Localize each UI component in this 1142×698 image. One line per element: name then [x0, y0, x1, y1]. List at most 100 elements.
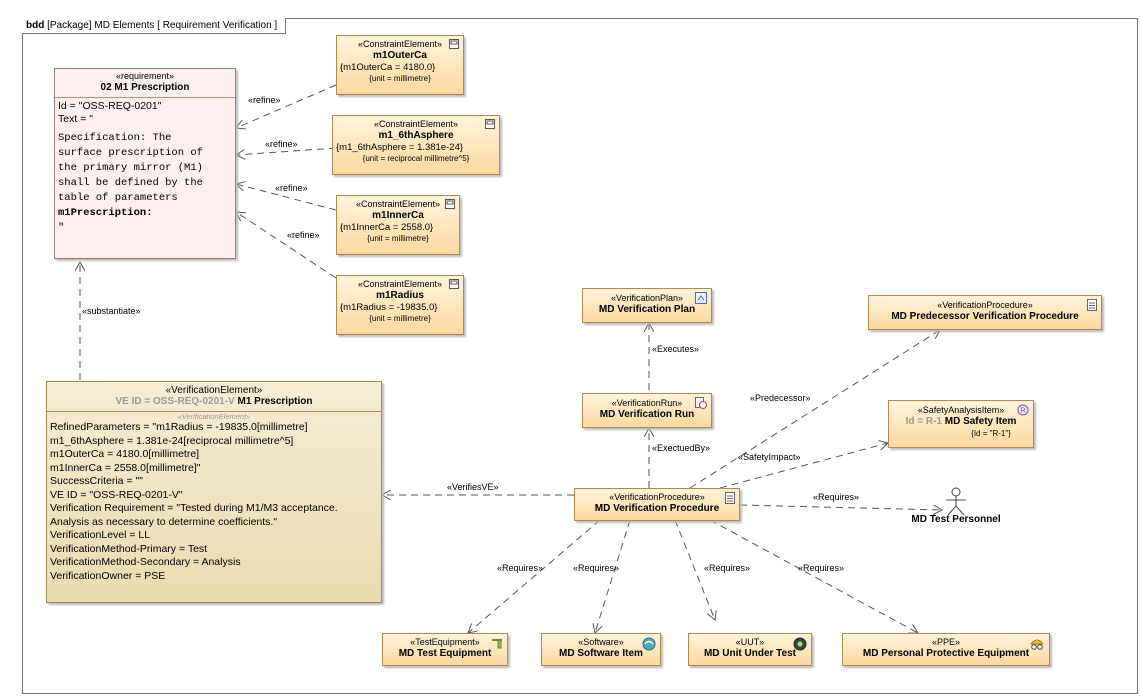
- predecessor-name: MD Predecessor Verification Procedure: [891, 311, 1079, 322]
- ppe-block[interactable]: «PPE» MD Personal Protective Equipment: [842, 633, 1050, 666]
- ve-property: VerificationMethod-Primary = Test: [50, 542, 208, 555]
- constraint-stereotype: «ConstraintElement»: [355, 199, 441, 209]
- software-icon: [642, 637, 656, 651]
- software-name: MD Software Item: [559, 648, 643, 659]
- ve-property: VerificationOwner = PSE: [50, 569, 166, 582]
- plan-icon: [695, 292, 707, 304]
- requirement-spec: Specification: The surface prescription …: [58, 131, 232, 236]
- safety-prop: {Id = "R-1"}: [971, 429, 1011, 438]
- verification-procedure-block[interactable]: «VerificationProcedure» MD Verification …: [574, 488, 740, 521]
- constraint-m1-6thasphere[interactable]: «ConstraintElement» m1_6thAsphere {m1_6t…: [332, 115, 500, 175]
- equipment-icon: [492, 639, 502, 649]
- spec-close: ": [58, 222, 65, 234]
- ve-property: RefinedParameters = "m1Radius = -19835.0…: [50, 421, 308, 433]
- run-name: MD Verification Run: [599, 409, 695, 420]
- safety-impact-link: [719, 443, 888, 489]
- ve-property: m1_6thAsphere = 1.381e-24[reciprocal mil…: [50, 434, 294, 447]
- executes-label: «Executes»: [652, 344, 700, 354]
- verification-element-block[interactable]: «VerificationElement» VE ID = OSS-REQ-02…: [46, 381, 382, 603]
- refine-link-outerca: [236, 84, 337, 128]
- frame-name: [Package] MD Elements [ Requirement Veri…: [47, 20, 278, 31]
- requirement-block[interactable]: «requirement» 02 M1 Prescription Id = "O…: [54, 68, 236, 259]
- uut-name: MD Unit Under Test: [703, 648, 797, 659]
- safety-stereotype: «SafetyAnalysisItem»: [917, 405, 1005, 415]
- constraint-icon: [485, 119, 495, 129]
- safety-id-prefix: Id = R-1: [905, 416, 942, 427]
- ve-title: VE ID = OSS-REQ-0201-V M1 Prescription: [47, 396, 381, 408]
- verification-plan-block[interactable]: «VerificationPlan» MD Verification Plan: [582, 288, 712, 323]
- constraint-stereotype: «ConstraintElement»: [373, 119, 459, 129]
- ve-name: M1 Prescription: [237, 396, 313, 407]
- ppe-stereotype: «PPE»: [931, 637, 961, 647]
- verifies-ve-label: «VerifiesVE»: [447, 482, 499, 492]
- requirement-props: Id = "OSS-REQ-0201" Text = " Specificati…: [55, 98, 235, 238]
- verification-run-block[interactable]: «VerificationRun» MD Verification Run: [582, 393, 712, 428]
- frame-title: bdd [Package] MD Elements [ Requirement …: [22, 18, 287, 34]
- requires-software-link: [595, 519, 631, 633]
- constraint-m1innerca[interactable]: «ConstraintElement» m1InnerCa {m1InnerCa…: [336, 195, 460, 255]
- spec-line: surface prescription of: [58, 147, 203, 159]
- refine-label-1: «refine»: [248, 95, 281, 105]
- refine-link-innerca: [236, 184, 337, 211]
- requires-equipment-link: [468, 519, 601, 633]
- safety-impact-label: «SafetyImpact»: [738, 452, 801, 462]
- spec-line: table of parameters: [58, 192, 178, 204]
- requirement-stereotype: «requirement»: [115, 71, 175, 81]
- ve-compartment-title: «VerificationElement»: [177, 412, 251, 421]
- spec-line: Specification: The: [58, 132, 172, 144]
- safety-item-block[interactable]: R «SafetyAnalysisItem» Id = R-1 MD Safet…: [888, 400, 1034, 448]
- procedure-icon: [1087, 299, 1097, 311]
- personnel-name: MD Test Personnel: [911, 514, 1001, 525]
- constraint-name: m1OuterCa: [373, 50, 427, 61]
- constraint-m1outerca[interactable]: «ConstraintElement» m1OuterCa {m1OuterCa…: [336, 35, 464, 95]
- executed-by-label: «ExectuedBy»: [652, 443, 711, 453]
- ppe-name: MD Personal Protective Equipment: [862, 648, 1030, 659]
- constraint-expr: {m1OuterCa = 4180.0}: [340, 62, 436, 73]
- requires-label-equipment: «Requires»: [497, 563, 544, 573]
- actor-icon[interactable]: [942, 487, 970, 517]
- requires-label-software: «Requires»: [573, 563, 620, 573]
- run-stereotype: «VerificationRun»: [611, 398, 683, 408]
- spec-line: shall be defined by the: [58, 177, 203, 189]
- procedure-name: MD Verification Procedure: [594, 503, 720, 514]
- constraint-name: m1InnerCa: [372, 210, 424, 221]
- equipment-name: MD Test Equipment: [398, 648, 492, 659]
- predecessor-link: [689, 330, 940, 489]
- ve-property: m1InnerCa = 2558.0[millimetre]": [50, 461, 201, 474]
- test-equipment-block[interactable]: «TestEquipment» MD Test Equipment: [382, 633, 508, 666]
- requires-label-personnel: «Requires»: [813, 492, 860, 502]
- ve-properties: RefinedParameters = "m1Radius = -19835.0…: [47, 421, 381, 583]
- requirement-text-label: Text = ": [58, 113, 93, 125]
- requires-label-ppe: «Requires»: [798, 563, 845, 573]
- safety-name: MD Safety Item: [944, 416, 1017, 427]
- refine-link-6thasphere: [236, 147, 337, 155]
- predecessor-stereotype: «VerificationProcedure»: [937, 300, 1033, 310]
- constraint-unit: {unit = millimetre}: [369, 74, 431, 83]
- run-icon: [695, 397, 707, 409]
- constraint-unit: {unit = millimetre}: [367, 234, 429, 243]
- risk-icon: R: [1017, 404, 1029, 416]
- svg-text:R: R: [1020, 408, 1025, 415]
- requirement-divider: [55, 97, 235, 98]
- ve-id-prefix: VE ID = OSS-REQ-0201-V: [115, 396, 235, 407]
- constraint-icon: [445, 199, 455, 209]
- uut-block[interactable]: «UUT» MD Unit Under Test: [688, 633, 812, 666]
- constraint-icon: [449, 279, 459, 289]
- software-block[interactable]: «Software» MD Software Item: [541, 633, 661, 666]
- refine-label-4: «refine»: [287, 230, 320, 240]
- plan-stereotype: «VerificationPlan»: [610, 293, 684, 303]
- ve-property: Analysis as necessary to determine coeff…: [50, 515, 278, 528]
- constraint-m1radius[interactable]: «ConstraintElement» m1Radius {m1Radius =…: [336, 275, 464, 335]
- requires-personnel-link: [739, 504, 942, 510]
- constraint-name: m1_6thAsphere: [378, 130, 454, 141]
- procedure-stereotype: «VerificationProcedure»: [609, 492, 705, 502]
- spec-line: the primary mirror (M1): [58, 162, 203, 174]
- software-stereotype: «Software»: [578, 637, 624, 647]
- refine-link-radius: [236, 212, 337, 279]
- predecessor-procedure-block[interactable]: «VerificationProcedure» MD Predecessor V…: [868, 295, 1102, 330]
- ve-property: VerificationMethod-Secondary = Analysis: [50, 556, 241, 568]
- constraint-expr: {m1_6thAsphere = 1.381e-24}: [336, 142, 464, 153]
- requirement-name: 02 M1 Prescription: [100, 82, 190, 93]
- plan-name: MD Verification Plan: [598, 304, 696, 315]
- requires-ppe-link: [709, 519, 918, 633]
